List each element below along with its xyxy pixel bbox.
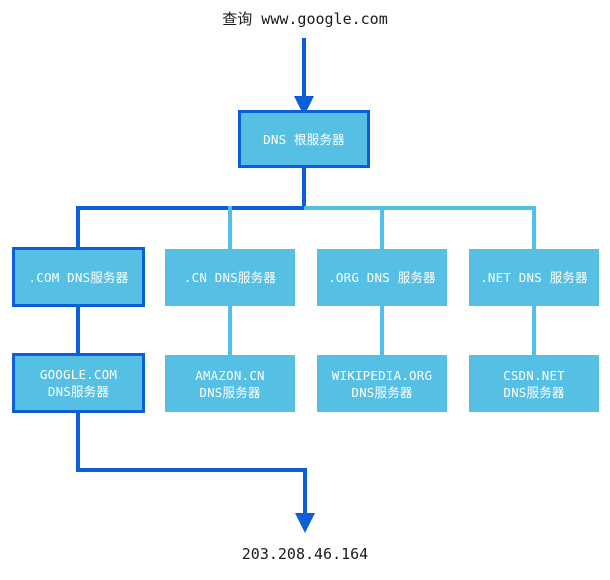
node-dns-root[interactable]: DNS 根服务器: [238, 110, 370, 168]
node-tld-net[interactable]: .NET DNS 服务器: [469, 249, 599, 306]
node-tld-net-label: .NET DNS 服务器: [480, 270, 588, 285]
node-auth-google-com-label-line1: GOOGLE.COM: [39, 367, 118, 382]
node-auth-csdn-net-label-line1: CSDN.NET: [503, 367, 565, 383]
node-tld-org-label: .ORG DNS 服务器: [328, 270, 436, 285]
node-auth-wikipedia-org-label-line2: DNS服务器: [351, 384, 413, 400]
node-auth-csdn-net-label-line2: DNS服务器: [503, 384, 565, 400]
node-auth-wikipedia-org[interactable]: WIKIPEDIA.ORG DNS服务器: [317, 355, 447, 412]
node-tld-cn-label: .CN DNS服务器: [183, 270, 277, 285]
node-auth-csdn-net[interactable]: CSDN.NET DNS服务器: [469, 355, 599, 412]
result-caption: 203.208.46.164: [241, 545, 369, 563]
node-auth-google-com-label-line2: DNS服务器: [47, 384, 110, 399]
node-auth-google-com[interactable]: GOOGLE.COM DNS服务器: [12, 353, 145, 413]
node-auth-amazon-cn-label-line1: AMAZON.CN: [195, 367, 265, 383]
node-dns-root-label: DNS 根服务器: [263, 131, 345, 147]
node-tld-com[interactable]: .COM DNS服务器: [12, 247, 145, 307]
node-auth-amazon-cn-label-line2: DNS服务器: [199, 384, 261, 400]
node-auth-wikipedia-org-label-line1: WIKIPEDIA.ORG: [331, 367, 433, 383]
query-caption: 查询 www.google.com: [222, 10, 388, 28]
node-tld-cn[interactable]: .CN DNS服务器: [165, 249, 295, 306]
node-auth-amazon-cn[interactable]: AMAZON.CN DNS服务器: [165, 355, 295, 412]
answer-path: [76, 411, 315, 533]
node-tld-com-label: .COM DNS服务器: [28, 269, 129, 285]
node-tld-org[interactable]: .ORG DNS 服务器: [317, 249, 447, 306]
